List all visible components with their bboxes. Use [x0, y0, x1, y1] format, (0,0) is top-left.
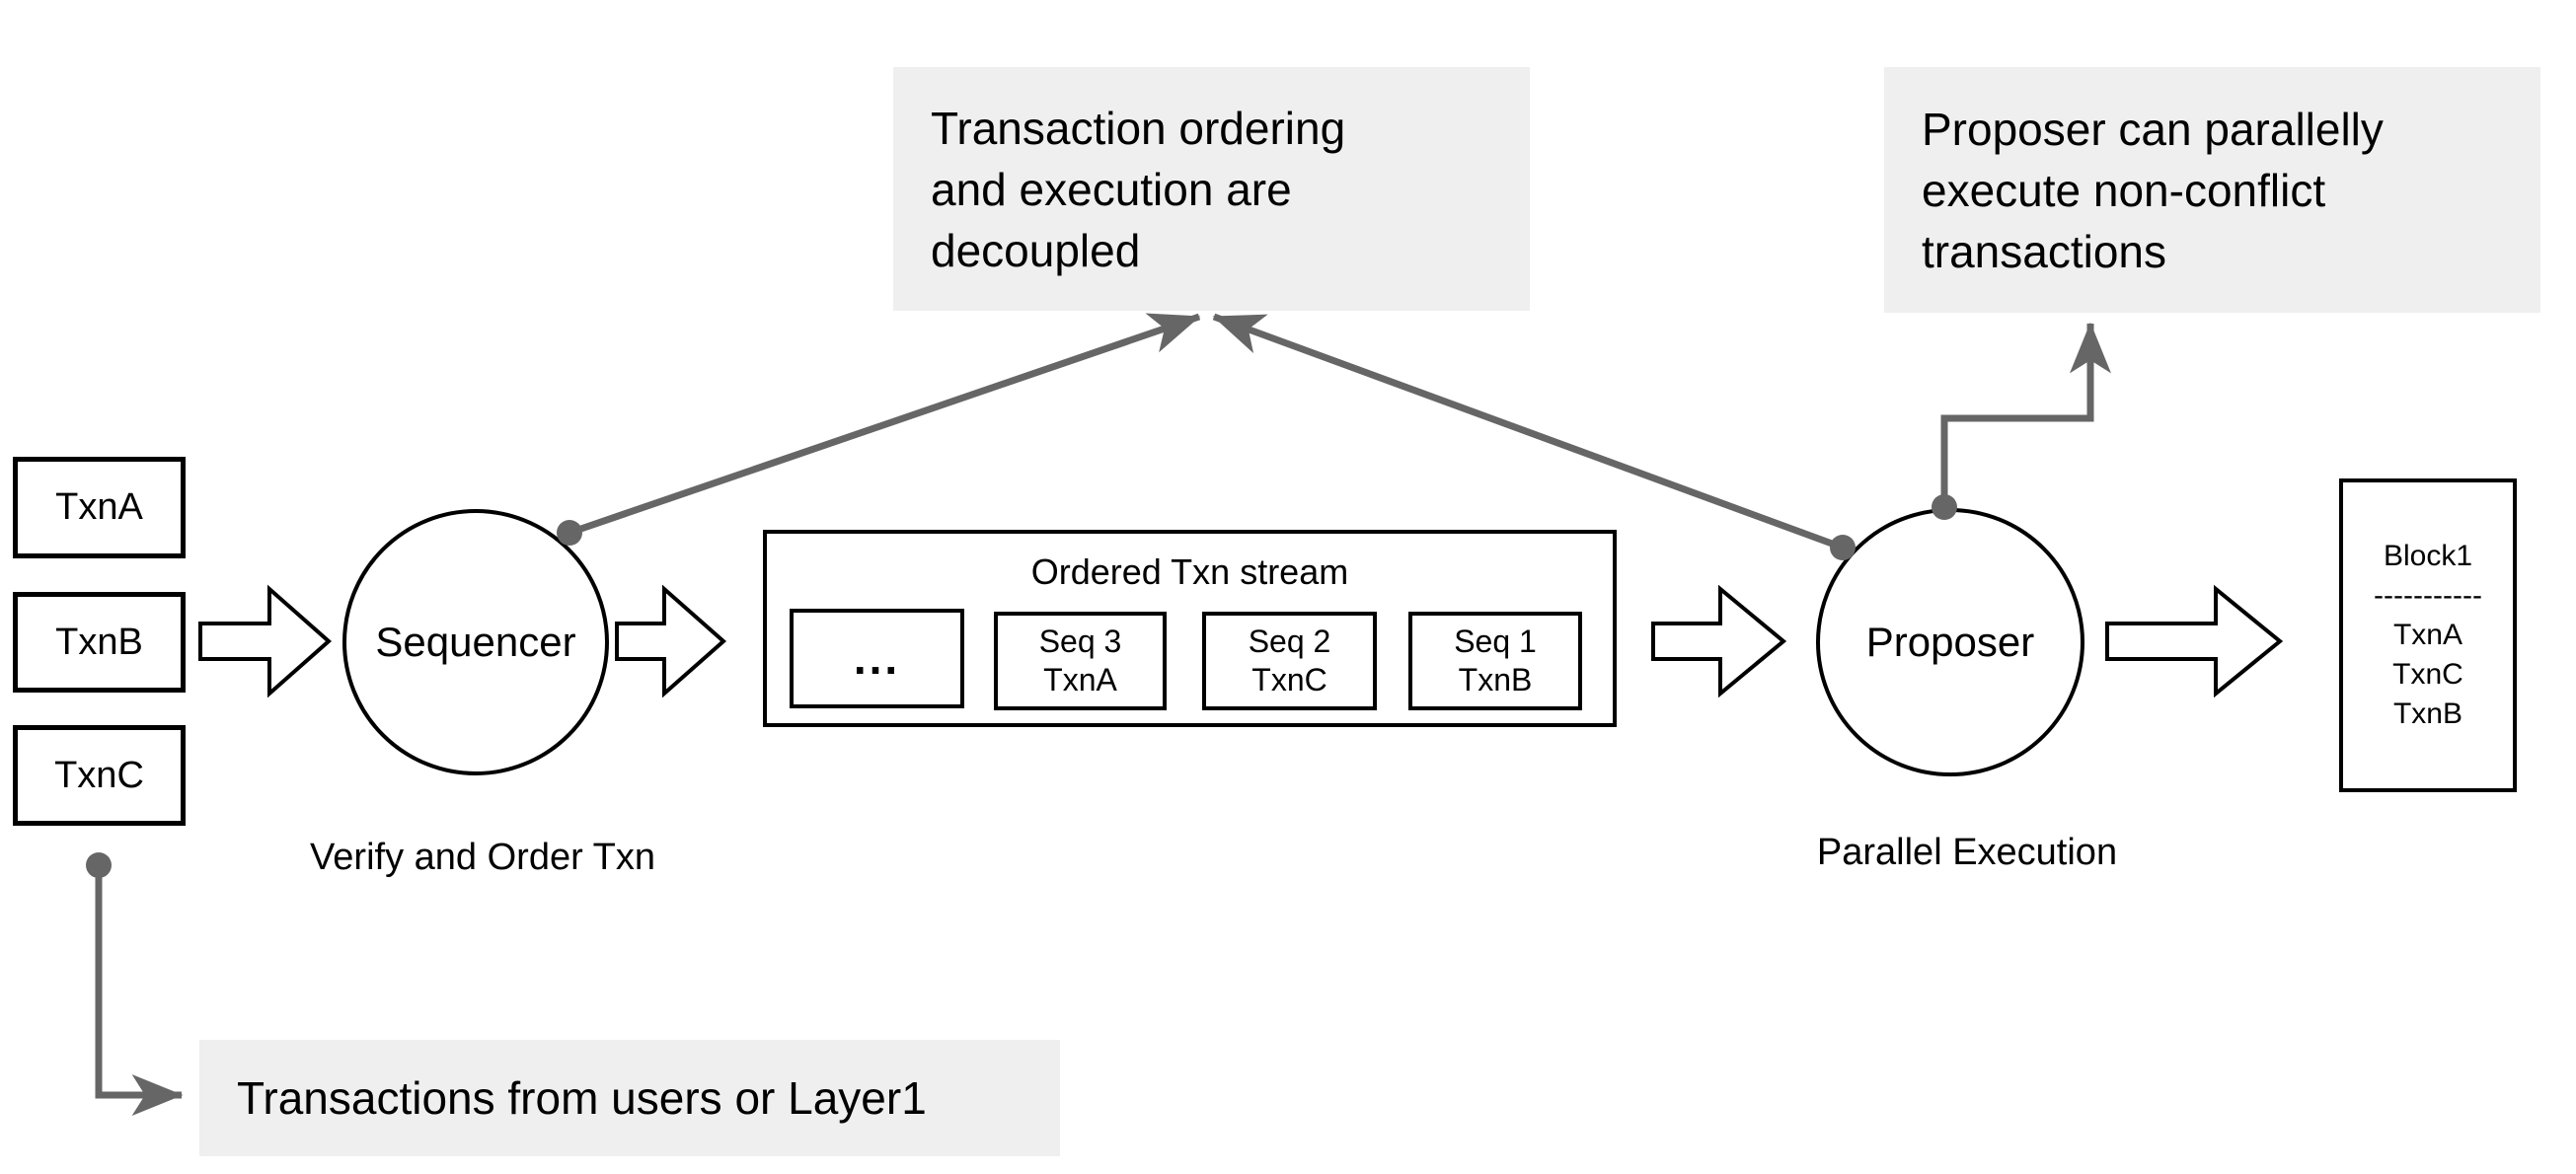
callout-parallel: Proposer can parallelly execute non-conf… [1884, 67, 2540, 313]
proposer-caption: Parallel Execution [1816, 832, 2118, 873]
proposer-to-parallel-elbow-arrow-icon [1940, 322, 2111, 507]
block-title: Block1 [2383, 540, 2473, 572]
sequencer-caption: Verify and Order Txn [310, 837, 655, 878]
slot-txn-label: TxnA [1043, 662, 1117, 697]
proposer-node: Proposer [1816, 508, 2084, 776]
stream-slot-ellipsis: ... [790, 609, 964, 708]
stream-to-proposer-arrow-icon [1651, 584, 1787, 698]
input-txn-a-box: TxnA [13, 457, 186, 558]
callout-source: Transactions from users or Layer1 [199, 1040, 1060, 1156]
block-divider: ----------- [2374, 579, 2482, 612]
input-txn-b-box: TxnB [13, 592, 186, 693]
callout-decoupled: Transaction ordering and execution are d… [893, 67, 1530, 311]
txnc-to-source-elbow-arrow-icon [95, 868, 184, 1116]
block-txn: TxnC [2392, 658, 2463, 691]
stream-slot-seq2: Seq 2 TxnC [1202, 612, 1377, 710]
stream-slot-seq3: Seq 3 TxnA [994, 612, 1167, 710]
slot-seq-label: Seq 3 [1038, 624, 1122, 659]
block-txn: TxnA [2392, 619, 2463, 651]
input-txn-c-box: TxnC [13, 725, 186, 826]
proposer-to-block-arrow-icon [2105, 584, 2284, 698]
block1-box: Block1 ----------- TxnA TxnC TxnB [2339, 478, 2517, 792]
ellipsis-icon: ... [853, 632, 901, 684]
proposer-to-decoupled-arrow-icon [1212, 313, 1845, 551]
stream-title: Ordered Txn stream [1030, 551, 1349, 592]
block-txn: TxnB [2392, 697, 2463, 730]
connector-dot-txnc-icon [86, 852, 112, 878]
slot-seq-label: Seq 1 [1454, 624, 1537, 659]
slot-txn-label: TxnC [1251, 662, 1327, 697]
input-flow-arrow-icon [198, 584, 333, 698]
sequencer-node: Sequencer [342, 509, 609, 775]
slot-seq-label: Seq 2 [1248, 624, 1331, 659]
sequencer-to-decoupled-arrow-icon [568, 313, 1201, 537]
slot-txn-label: TxnB [1458, 662, 1533, 697]
ordered-txn-stream-box: Ordered Txn stream ... Seq 3 TxnA Seq 2 … [763, 530, 1617, 727]
sequencer-to-stream-arrow-icon [615, 584, 727, 698]
stream-slot-seq1: Seq 1 TxnB [1408, 612, 1582, 710]
